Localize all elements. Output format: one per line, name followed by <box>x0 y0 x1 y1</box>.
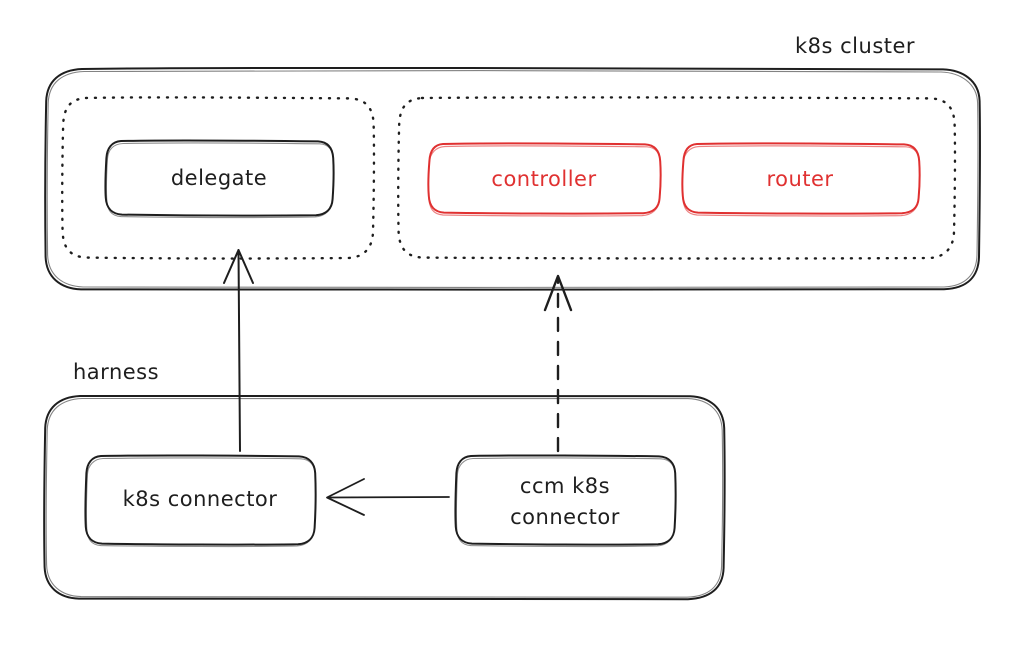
edge-k8s-connector-to-delegate-arrowhead <box>223 249 254 284</box>
node-controller[interactable]: controller <box>427 142 662 217</box>
controller-box-sketch <box>427 145 662 217</box>
node-ccm-k8s-connector[interactable]: ccm k8s connector <box>454 454 677 548</box>
workload-group-border <box>397 96 957 260</box>
edge-ccm-to-k8s-connector[interactable] <box>326 478 450 516</box>
group-delegate-namespace[interactable]: delegate <box>61 96 376 260</box>
edge-k8s-connector-to-delegate[interactable] <box>223 249 254 452</box>
k8s-connector-box <box>84 454 317 546</box>
ccm-k8s-connector-label-line2: connector <box>510 505 620 529</box>
k8s-cluster-label: k8s cluster <box>795 34 915 58</box>
delegate-group-border <box>61 96 376 260</box>
ccm-k8s-connector-box-sketch <box>455 457 677 548</box>
group-k8s-cluster[interactable]: k8s cluster <box>44 34 981 291</box>
delegate-box <box>104 139 335 217</box>
group-workload-namespace[interactable]: controller router <box>397 96 957 260</box>
k8s-cluster-border <box>44 66 981 291</box>
edge-ccm-to-k8s-connector-arrowhead <box>326 478 365 516</box>
edge-k8s-connector-to-delegate-line <box>237 249 241 452</box>
harness-border <box>43 394 726 601</box>
node-k8s-connector[interactable]: k8s connector <box>84 454 317 548</box>
router-box-sketch <box>681 145 921 217</box>
edge-ccm-to-controller-arrowhead <box>543 274 573 312</box>
group-harness[interactable]: harness k8s connector ccm k8s connector <box>43 360 726 601</box>
harness-label: harness <box>73 360 159 384</box>
node-delegate[interactable]: delegate <box>104 139 335 219</box>
node-router[interactable]: router <box>681 142 921 217</box>
harness-border-sketch <box>45 397 724 599</box>
router-label: router <box>766 167 833 191</box>
delegate-box-sketch <box>105 142 335 219</box>
ccm-k8s-connector-label-line1: ccm k8s <box>520 474 610 498</box>
k8s-connector-box-sketch <box>85 457 317 548</box>
ccm-k8s-connector-box <box>454 454 677 546</box>
controller-label: controller <box>491 167 596 191</box>
k8s-cluster-border-sketch <box>46 70 979 289</box>
edge-ccm-to-k8s-connector-line <box>327 496 450 499</box>
k8s-connector-label: k8s connector <box>123 487 278 511</box>
delegate-label: delegate <box>171 166 267 190</box>
edge-ccm-to-controller[interactable] <box>543 274 573 453</box>
